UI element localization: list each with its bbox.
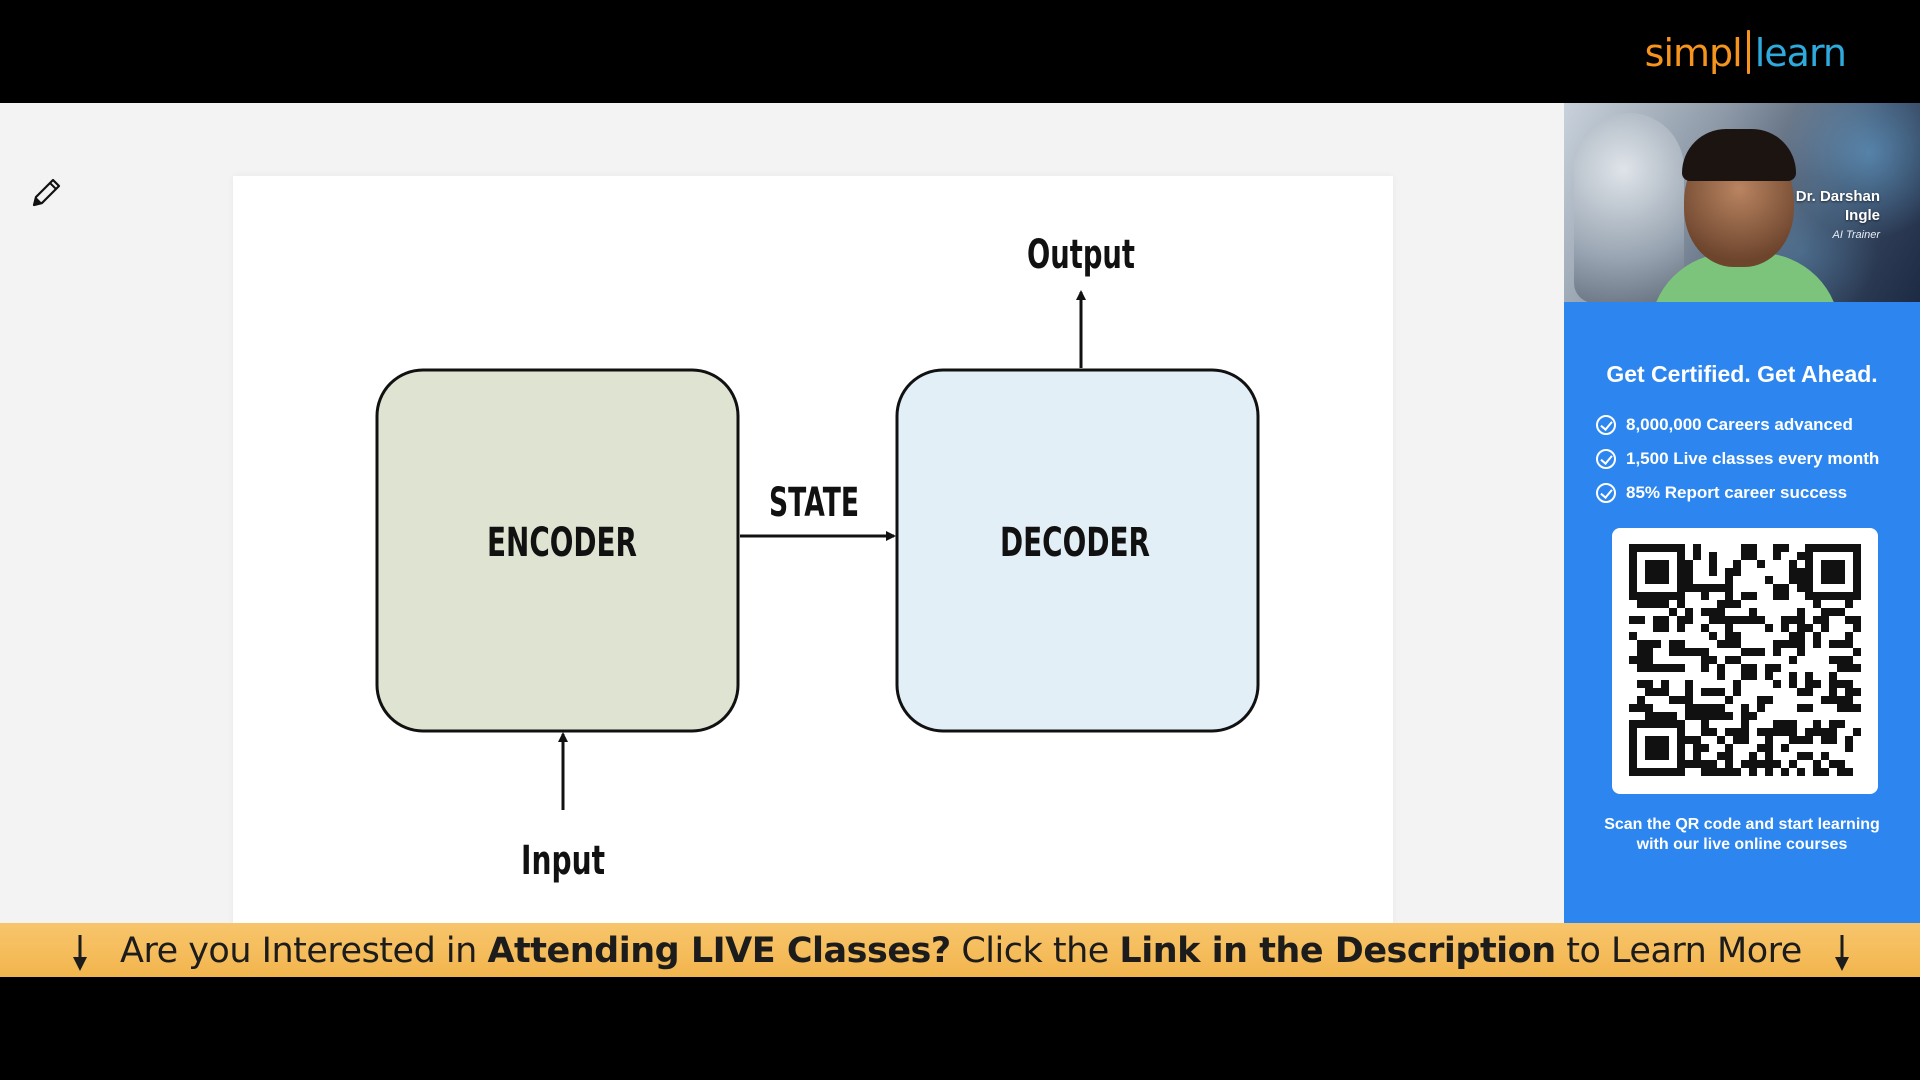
- check-circle-icon: [1596, 415, 1616, 435]
- qr-code[interactable]: [1612, 528, 1878, 794]
- trainer-role: AI Trainer: [1832, 229, 1880, 241]
- stat-item: 1,500 Live classes every month: [1596, 442, 1879, 476]
- qr-code-pattern: [1629, 544, 1861, 776]
- pencil-icon[interactable]: [26, 173, 66, 213]
- down-arrow-icon: [1835, 935, 1849, 971]
- stats-list: 8,000,000 Careers advanced 1,500 Live cl…: [1596, 408, 1879, 510]
- slide: ENCODER DECODER STATE Input Output: [233, 176, 1393, 936]
- decoder-label: DECODER: [1000, 520, 1150, 566]
- decoder-box: [895, 368, 1260, 733]
- check-circle-icon: [1596, 483, 1616, 503]
- encoder-box: [375, 368, 740, 733]
- slide-area: ENCODER DECODER STATE Input Output: [0, 103, 1564, 936]
- stat-item: 8,000,000 Careers advanced: [1596, 408, 1879, 442]
- robot-image: [1574, 113, 1684, 302]
- down-arrow-icon: [73, 935, 87, 971]
- encoder-label: ENCODER: [487, 520, 637, 566]
- bottom-bar: [0, 977, 1920, 1080]
- live-classes-banner[interactable]: Are you Interested in Attending LIVE Cla…: [0, 923, 1920, 977]
- stat-item: 85% Report career success: [1596, 476, 1879, 510]
- state-label: STATE: [769, 480, 859, 526]
- check-circle-icon: [1596, 449, 1616, 469]
- output-label: Output: [1027, 232, 1135, 278]
- encoder-decoder-diagram: ENCODER DECODER STATE Input Output: [375, 232, 1260, 884]
- promo-title: Get Certified. Get Ahead.: [1606, 361, 1878, 387]
- banner-text: Are you Interested in Attending LIVE Cla…: [120, 931, 1802, 971]
- input-label: Input: [521, 838, 605, 884]
